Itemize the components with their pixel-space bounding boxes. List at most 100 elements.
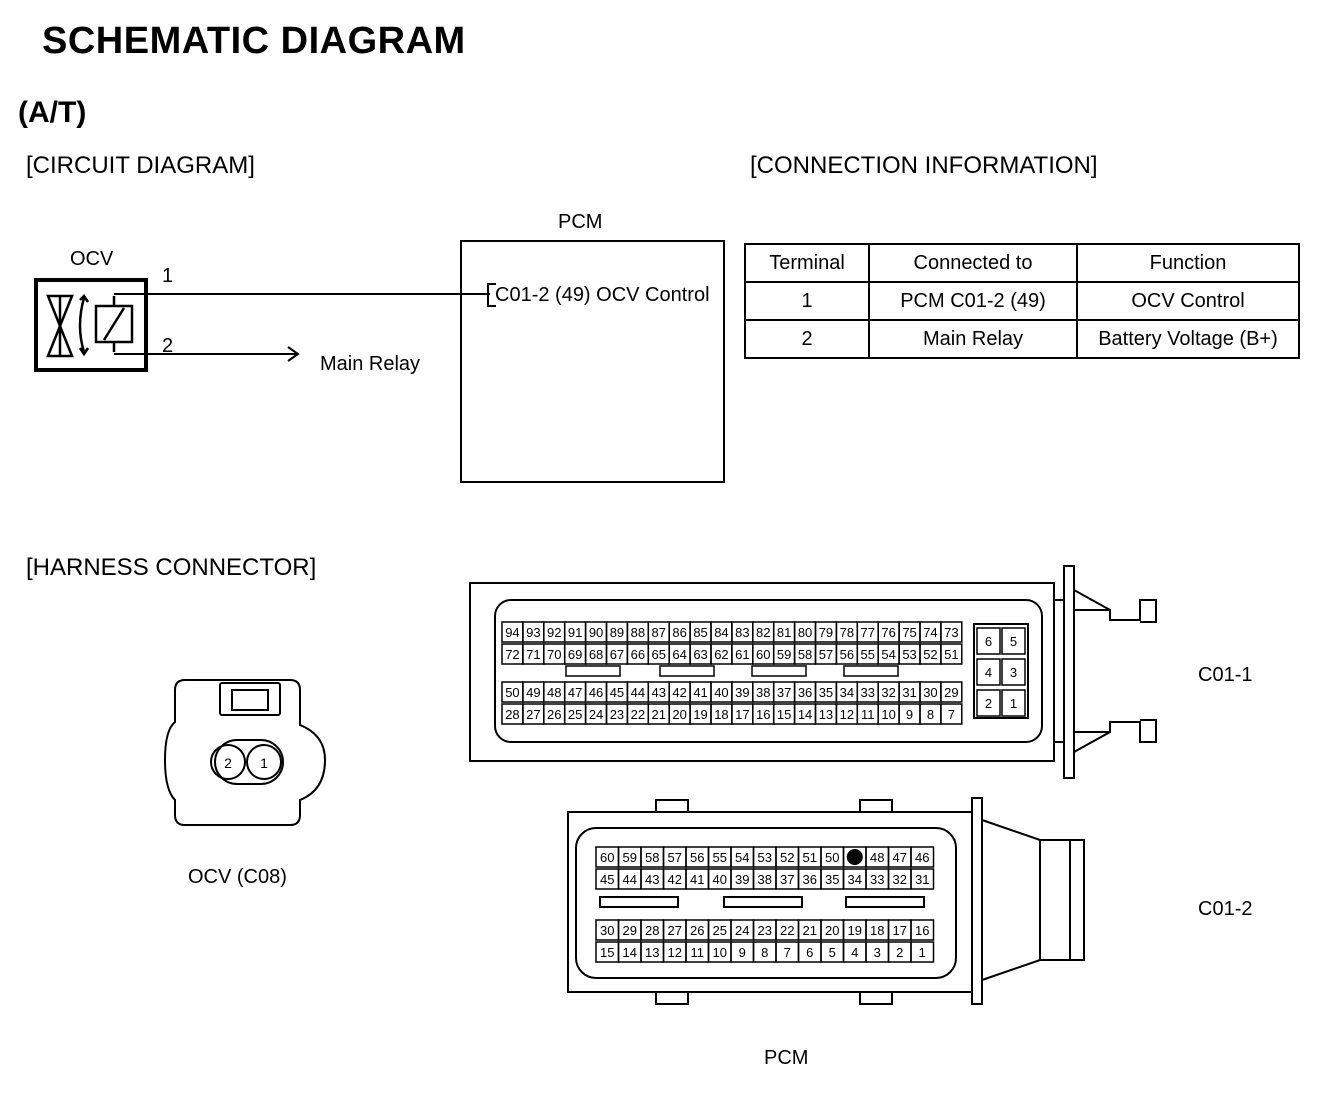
c01-1-pin-label: 81 xyxy=(777,625,791,640)
c01-2-pin-label: 42 xyxy=(668,872,682,887)
c01-1-pin-label: 38 xyxy=(756,685,770,700)
c01-2-pin-label: 54 xyxy=(735,850,749,865)
c01-1-small-cell xyxy=(976,658,1001,686)
c01-1-pin-label: 28 xyxy=(505,707,519,722)
header-terminal: Terminal xyxy=(744,243,870,283)
c01-1-pin-label: 79 xyxy=(819,625,833,640)
c01-1-pin-label: 87 xyxy=(652,625,666,640)
ocv-component-box xyxy=(34,278,148,372)
c01-1-pin-label: 69 xyxy=(568,647,582,662)
c01-1-pin-label: 64 xyxy=(672,647,686,662)
c01-1-small-cell xyxy=(976,689,1001,717)
pcm-label: PCM xyxy=(558,211,603,233)
c01-1-pin-label: 89 xyxy=(610,625,624,640)
c01-2-pin-label: 22 xyxy=(780,923,794,938)
c01-2-pin-label: 32 xyxy=(893,872,907,887)
c01-1-pin-label: 32 xyxy=(881,685,895,700)
c01-2-pin-label: 23 xyxy=(758,923,772,938)
c01-1-pin-label: 20 xyxy=(672,707,686,722)
main-relay-label: Main Relay xyxy=(320,353,421,375)
c01-1-cell xyxy=(940,643,963,665)
pcm-terminal-label: C01-2 (49) OCV Control xyxy=(495,284,710,306)
c01-2-pin-label: 37 xyxy=(780,872,794,887)
c01-1-pin-label: 7 xyxy=(948,707,955,722)
c01-1-pin-label: 11 xyxy=(861,707,875,722)
table-cell: Main Relay xyxy=(868,319,1078,359)
c01-2-pin-label: 16 xyxy=(915,923,929,938)
c01-2-pin-label: 44 xyxy=(623,872,637,887)
ocv-pin-1: 1 xyxy=(260,755,268,771)
c01-1-pin-label: 77 xyxy=(861,625,875,640)
c01-1-pin-label: 37 xyxy=(777,685,791,700)
c01-1-pin-label: 22 xyxy=(631,707,645,722)
c01-1-pin-label: 34 xyxy=(840,685,854,700)
page-subtitle: (A/T) xyxy=(18,96,87,129)
c01-2-cell xyxy=(910,941,935,963)
c01-2-pin-label: 19 xyxy=(848,923,862,938)
c01-2-pin-label: 4 xyxy=(851,945,858,960)
c01-1-pin-label: 59 xyxy=(777,647,791,662)
pcm-connector-label: PCM xyxy=(764,1047,809,1069)
c01-1-pin-label: 94 xyxy=(505,625,519,640)
c01-1-pin-label: 12 xyxy=(840,707,854,722)
c01-1-pin-label: 10 xyxy=(881,707,895,722)
c01-1-pin-label: 57 xyxy=(819,647,833,662)
c01-2-pin-label: 28 xyxy=(645,923,659,938)
c01-1-key-slot xyxy=(843,665,899,677)
pcm-terminal-bracket xyxy=(487,283,496,307)
c01-1-pin-label: 26 xyxy=(547,707,561,722)
c01-1-pin-label: 60 xyxy=(756,647,770,662)
c01-2-pin-label: 56 xyxy=(690,850,704,865)
c01-2-pin-label: 33 xyxy=(870,872,884,887)
c01-1-pin-label: 93 xyxy=(526,625,540,640)
ocv-connector-label: OCV (C08) xyxy=(188,866,287,888)
c01-2-pin-label: 48 xyxy=(870,850,884,865)
c01-2-pin-label: 47 xyxy=(893,850,907,865)
section-connection-information: [CONNECTION INFORMATION] xyxy=(750,152,1098,179)
c01-1-pin-label: 78 xyxy=(840,625,854,640)
c01-2-pin-label: 18 xyxy=(870,923,884,938)
c01-2-pin-label: 12 xyxy=(668,945,682,960)
table-cell: 2 xyxy=(744,319,870,359)
pcm-box xyxy=(460,240,725,483)
c01-2-pin-label: 36 xyxy=(803,872,817,887)
c01-2-pin-label: 27 xyxy=(668,923,682,938)
c01-1-small-pin-label: 5 xyxy=(1010,634,1017,649)
c01-2-pin-label: 55 xyxy=(713,850,727,865)
table-cell: 1 xyxy=(744,281,870,321)
c01-2-pin-label: 7 xyxy=(784,945,791,960)
table-row: 2 Main Relay Battery Voltage (B+) xyxy=(744,319,1300,359)
section-harness-connector: [HARNESS CONNECTOR] xyxy=(26,554,317,581)
c01-1-pin-label: 82 xyxy=(756,625,770,640)
arrow-icon xyxy=(287,346,300,362)
c01-1-pin-label: 55 xyxy=(861,647,875,662)
c01-1-pin-label: 19 xyxy=(693,707,707,722)
header-connected-to: Connected to xyxy=(868,243,1078,283)
c01-1-pin-label: 47 xyxy=(568,685,582,700)
c01-2-pin-label: 21 xyxy=(803,923,817,938)
c01-2-pin-label: 53 xyxy=(758,850,772,865)
table-row: 1 PCM C01-2 (49) OCV Control xyxy=(744,281,1300,321)
c01-2-pin-label: 52 xyxy=(780,850,794,865)
c01-1-cell xyxy=(940,681,963,703)
c01-1-label: C01-1 xyxy=(1198,664,1253,686)
c01-1-pin-label: 8 xyxy=(927,707,934,722)
c01-1-pin-label: 61 xyxy=(735,647,749,662)
c01-1-pin-label: 72 xyxy=(505,647,519,662)
ocv-pin-2: 2 xyxy=(224,755,232,771)
c01-1-cell xyxy=(940,621,963,643)
c01-1-pin-label: 30 xyxy=(923,685,937,700)
c01-1-pin-label: 53 xyxy=(902,647,916,662)
c01-1-pin-label: 67 xyxy=(610,647,624,662)
c01-1-small-pin-label: 6 xyxy=(985,634,992,649)
c01-1-pin-label: 52 xyxy=(923,647,937,662)
pin1-label: 1 xyxy=(162,265,174,287)
c01-2-pin-label: 1 xyxy=(919,945,926,960)
c01-2-cell xyxy=(910,919,935,941)
ocv-label: OCV xyxy=(70,248,114,270)
c01-1-pin-label: 45 xyxy=(610,685,624,700)
c01-2-cell xyxy=(910,868,935,890)
c01-2-pin-label: 60 xyxy=(600,850,614,865)
c01-2-pin-label: 10 xyxy=(713,945,727,960)
c01-1-pin-label: 49 xyxy=(526,685,540,700)
